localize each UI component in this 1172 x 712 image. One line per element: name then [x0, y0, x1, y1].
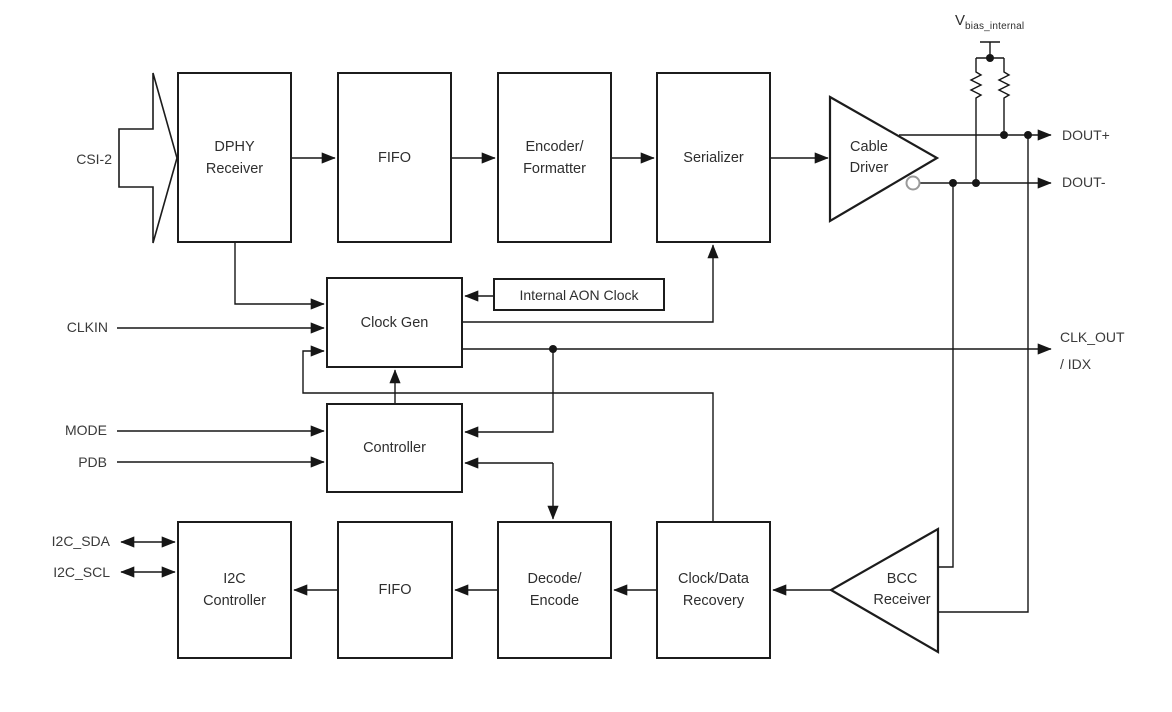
csi2-input-arrow — [118, 72, 178, 244]
wire-doutminus-to-bcc — [938, 183, 954, 568]
wire-cdr-to-clockgen — [302, 345, 714, 521]
bcc-receiver-label: BCC Receiver — [873, 571, 931, 608]
vbias-resistor-right — [997, 58, 1011, 135]
block-dphy-receiver: DPHY Receiver — [177, 72, 292, 243]
block-decode-encode: Decode/ Encode — [497, 521, 612, 659]
pin-dout-plus: DOUT+ — [1062, 127, 1110, 143]
wire-dphy-to-clockgen — [234, 243, 325, 310]
pin-idx: / IDX — [1060, 356, 1092, 372]
vbias-resistor-left — [969, 58, 983, 183]
block-controller: Controller — [326, 403, 463, 493]
block-serializer: Serializer — [656, 72, 771, 243]
block-fifo-bottom: FIFO — [337, 521, 453, 659]
pin-vbias-internal: Vbias_internal — [955, 12, 1025, 32]
pin-csi2: CSI-2 — [76, 151, 112, 167]
block-clock-gen: Clock Gen — [326, 277, 463, 368]
pin-i2c-sda: I2C_SDA — [51, 533, 110, 549]
pin-dout-minus: DOUT- — [1062, 174, 1106, 190]
block-encoder-formatter: Encoder/ Formatter — [497, 72, 612, 243]
block-fifo-top: FIFO — [337, 72, 452, 243]
wire-clockgen-to-serializer — [463, 244, 719, 323]
block-internal-aon-clock: Internal AON Clock — [493, 278, 665, 311]
pin-clk-out: CLK_OUT — [1060, 329, 1125, 345]
pin-mode: MODE — [65, 422, 107, 438]
wire-doutplus-to-bcc — [938, 135, 1029, 613]
pin-clkin: CLKIN — [66, 319, 108, 335]
pin-pdb: PDB — [78, 454, 107, 470]
block-i2c-controller: I2C Controller — [177, 521, 292, 659]
block-clock-data-recovery: Clock/Data Recovery — [656, 521, 771, 659]
junction-dots — [549, 54, 1032, 353]
pin-i2c-scl: I2C_SCL — [53, 564, 110, 580]
cable-driver-label: Cable Driver — [849, 139, 889, 176]
bcc-receiver-triangle — [828, 527, 940, 654]
cable-driver-triangle — [828, 95, 940, 223]
wire-clkline-to-controller — [464, 349, 554, 438]
cable-driver-bubble — [905, 175, 921, 191]
